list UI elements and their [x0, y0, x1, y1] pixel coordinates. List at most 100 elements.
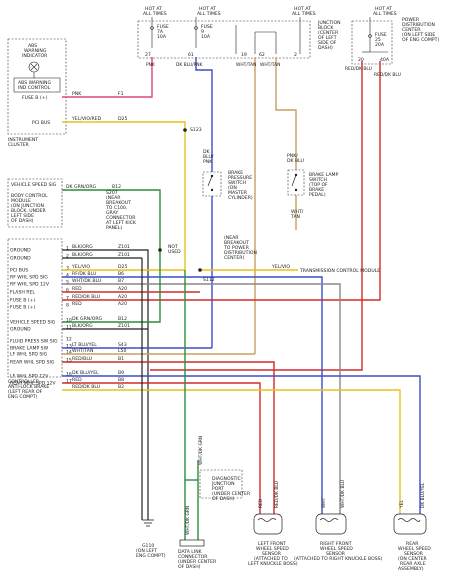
cab-pin-number: 17	[66, 379, 72, 385]
s112-label: S112	[203, 277, 215, 283]
fuse-25-symbol	[362, 17, 388, 53]
lf-wheel-speed-sensor: LEFT FRONT WHEEL SPEED SENSOR (ATTACHED …	[248, 513, 298, 567]
rear-sensor-label: REAR WHEEL SPEED SENSOR (ON CENTER REAR …	[398, 541, 432, 572]
abs-warning-control-label: ABS WARNING IND CONTROL	[18, 80, 52, 91]
s123-label: S123	[190, 127, 202, 133]
vlabel-pdc-a: RED/DK BLU	[345, 66, 372, 72]
wire-circuit-label: Z101	[118, 323, 130, 329]
junction-block-box	[137, 20, 311, 59]
wire-color-label: BLK/ORG	[72, 323, 93, 329]
wire-pdc-b	[62, 61, 381, 301]
hot-label-3: HOT AT ALL TIMES	[292, 6, 316, 17]
cab-pin-label: REAR WHL SPD SIG	[10, 360, 55, 366]
bls-box	[287, 169, 305, 196]
s207-label: S207 (NEAR BREAKOUT TO C100, GRAY CONNEC…	[105, 190, 137, 231]
wire-color-label: RED	[72, 377, 82, 383]
vlabel-fuse-b: DK BLU/PNK	[176, 62, 203, 68]
splice-s123-dot	[183, 128, 187, 132]
cluster-fuse-b: FUSE B (+)	[22, 95, 48, 101]
brake-pressure-switch: BRAKE PRESSURE SWITCH (ON MASTER CYLINDE…	[202, 149, 253, 201]
wire-color-label: DK BLU/YEL	[72, 370, 99, 376]
vlabel-lf-a: RED	[258, 498, 264, 508]
fuse-9-symbol	[193, 17, 199, 48]
wire-circuit-label: B7	[118, 278, 124, 284]
wire-circuit-label: A20	[118, 301, 127, 307]
wire-circuit-label: Z101	[118, 244, 130, 250]
cab-pin-label: FUSE B (+)	[10, 305, 36, 311]
vlabel-pdc-b: RED/DK BLU	[374, 72, 401, 78]
splices: S123 S207 (NEAR BREAKOUT TO C100, GRAY C…	[105, 127, 380, 283]
wire-rear-sig	[62, 375, 421, 514]
pdc-hot-label: HOT AT ALL TIMES	[373, 6, 397, 17]
wire-color-label: DK GRN/ORG	[72, 316, 103, 322]
vlabel-fuse-c: WHT/TAN	[236, 62, 256, 68]
wire-color-label: RED/BLU	[72, 356, 92, 362]
wire-color-label: PNK	[72, 91, 82, 97]
vlabel-rear-b: DK BLU/YEL	[420, 482, 426, 508]
wire-color-label: RED/DK BLU	[72, 294, 100, 300]
tcm-wire-label: YEL/VIO	[271, 264, 290, 270]
splice-s207-dot	[158, 248, 162, 252]
cab-pin-label: BRAKE LAMP SW	[10, 346, 49, 352]
wire-vss-bcm	[62, 189, 161, 250]
pdc-box	[351, 20, 393, 65]
cab-pin-label: FLUID PRESS SW SIG	[10, 339, 58, 345]
wire-color-label: WHT/TAN	[72, 348, 93, 354]
diag-port-box	[199, 469, 243, 499]
wire-wht-tan-b	[275, 57, 297, 170]
rear-sensor-body	[393, 513, 427, 535]
wire-lf-12v	[62, 382, 261, 514]
fuse-9-label: FUSE 9 10A	[201, 24, 214, 40]
cab-pin-number: 8	[66, 303, 69, 309]
cab-pin-label: FUSE B (+)	[10, 298, 36, 304]
vlabel-fuse-d: WHT/TAN	[260, 62, 280, 68]
tcm-label: TRANSMISSION CONTROL MODULE	[299, 268, 380, 274]
wire-color-label: WHT/DK BLU	[72, 278, 101, 284]
wire-pdc-a	[150, 61, 363, 371]
vlabel-fuse-a: PNK	[146, 62, 155, 68]
lf-sensor-label: LEFT FRONT WHEEL SPEED SENSOR (ATTACHED …	[248, 541, 298, 567]
wire-color-label: BLK/ORG	[72, 244, 93, 250]
wire-harness	[62, 57, 421, 540]
cab-pin-label: VEHICLE SPEED SIG	[10, 320, 56, 326]
abs-warning-control-box	[13, 77, 61, 93]
rear-wheel-speed-sensor: REAR WHEEL SPEED SENSOR (ON CENTER REAR …	[393, 513, 432, 572]
wire-pci-cluster	[62, 121, 186, 130]
dlc-connector	[179, 539, 205, 547]
brake-lamp-switch: BRAKE LAMP SWITCH (TOP OF BRAKE PEDAL) P…	[287, 153, 338, 220]
cab-pin-number: 6	[66, 288, 69, 294]
cab-pin-number: 11	[66, 325, 72, 331]
junction-pin-2: 2	[294, 52, 297, 58]
cab-pin-number: 3	[66, 266, 69, 272]
junction-block-label: JUNCTION BLOCK (CENTER OF LEFT SIDE OF D…	[317, 20, 342, 51]
wire-color-label: YEL/VIO	[71, 264, 90, 270]
junction-pin-27: 27	[145, 52, 151, 58]
splice-s112-dot	[198, 268, 202, 272]
cab-pin-label: REAR WHL SPD 12V	[10, 381, 56, 387]
fuse-7-symbol	[149, 17, 155, 48]
junction-pin-61: 61	[188, 52, 194, 58]
ground-g110: G110 (ON LEFT ENG COMPT)	[136, 258, 166, 559]
wire-rf-sig	[62, 276, 323, 514]
wire-circuit-label: F1	[118, 91, 124, 97]
cluster-name: INSTRUMENT CLUSTER	[8, 137, 40, 148]
vertical-wire-labels: RED RED/DK BLU WHT WHT/DK BLU YEL DK BLU…	[146, 62, 426, 535]
pdc-pin-40a: 40A	[380, 57, 390, 63]
wire-circuit-label: S43	[118, 342, 127, 348]
wire-color-label: YEL/VIO/RED	[71, 116, 102, 122]
wire-circuit-label: Z101	[118, 252, 130, 258]
cab-pin-number: 13	[66, 344, 72, 350]
cab-pin-number: 16	[66, 372, 72, 378]
cab-box	[7, 238, 63, 378]
wire-vss-cab	[62, 250, 161, 323]
cab-pin-number: 2	[66, 254, 69, 260]
diag-port-label: DIAGNOSTIC JUNCTION PORT (UNDER CENTER O…	[211, 476, 252, 502]
cluster-box	[7, 38, 67, 135]
hot-label-2: HOT AT ALL TIMES	[197, 6, 221, 17]
rf-sensor-body	[315, 513, 347, 535]
bps-box	[202, 171, 222, 197]
cab-pin-number: 12	[66, 337, 72, 343]
cab-pin-label: GROUND	[10, 248, 31, 254]
